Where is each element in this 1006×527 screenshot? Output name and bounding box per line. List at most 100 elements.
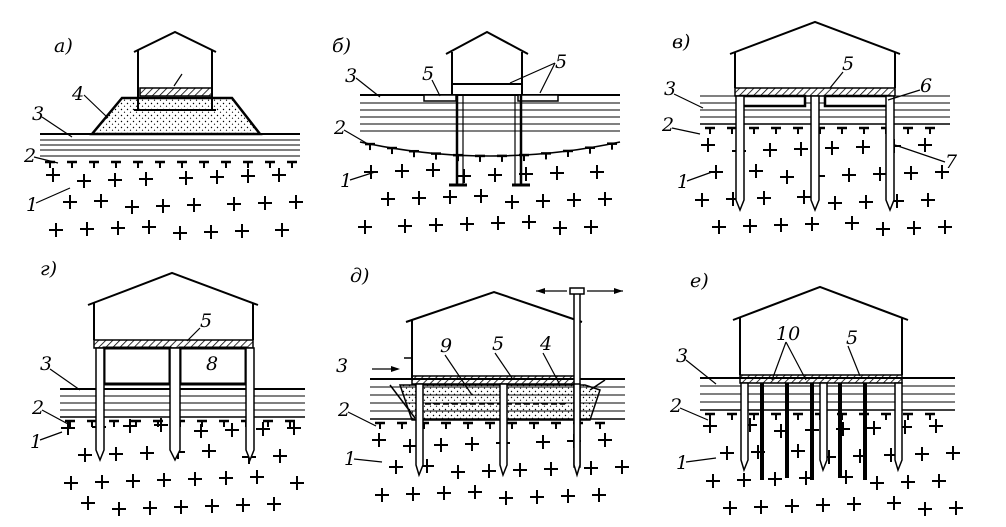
panel-v: в) 1 2 3 5 [661, 20, 958, 236]
sand-embankment [89, 96, 263, 136]
permafrost-cross [797, 190, 811, 204]
permafrost-cross [870, 476, 884, 490]
label-1: 1 [30, 431, 42, 453]
permafrost-cross [434, 438, 448, 452]
permafrost-cross [290, 476, 304, 490]
permafrost-cross [567, 193, 581, 207]
freezing-columns [760, 383, 867, 480]
panel-v-letter: в) [672, 31, 690, 53]
thaw-tick [153, 419, 163, 427]
callouts: 1 2 3 5 8 [30, 310, 218, 453]
thaw-tick [431, 152, 441, 160]
permafrost-cross [867, 421, 881, 435]
permafrost-cross [720, 446, 734, 460]
permafrost-cross [859, 195, 873, 209]
permafrost-cross [816, 498, 830, 512]
piles [740, 382, 903, 473]
permafrost-cross [780, 170, 794, 184]
vent-space-left [738, 94, 807, 108]
label-3: 3 [676, 345, 688, 367]
permafrost-cross [63, 195, 77, 209]
permafrost-cross [225, 423, 239, 437]
panel-e: е) 1 2 [669, 270, 963, 516]
permafrost-cross [81, 496, 95, 510]
permafrost-cross [754, 500, 768, 514]
thaw-tick [903, 126, 913, 134]
thaw-tick [793, 412, 803, 420]
floor-slab [411, 375, 578, 385]
callouts: 1 2 3 4 [23, 83, 109, 216]
permafrost-cross [932, 474, 946, 488]
label-2: 2 [337, 399, 350, 421]
permafrost-cross [126, 474, 140, 488]
vent-space-right [823, 94, 892, 108]
label-7: 7 [945, 151, 958, 173]
panel-g-letter: г) [40, 258, 57, 280]
slab-right [517, 94, 559, 102]
thaw-boundary [705, 126, 935, 134]
permafrost-cross [364, 165, 378, 179]
permafrost-crosses [46, 168, 303, 240]
permafrost-crosses [372, 433, 629, 505]
thaw-tick [109, 419, 119, 427]
permafrost-cross [918, 138, 932, 152]
label-5: 5 [422, 63, 434, 85]
permafrost-cross [598, 433, 612, 447]
thaw-tick [595, 421, 605, 429]
permafrost-cross [805, 217, 819, 231]
permafrost-cross [590, 165, 604, 179]
permafrost-cross [791, 444, 805, 458]
permafrost-cross [395, 164, 409, 178]
permafrost-cross [139, 172, 153, 186]
permafrost-cross [706, 474, 720, 488]
permafrost-cross [204, 225, 218, 239]
permafrost-cross [375, 488, 389, 502]
permafrost-cross [856, 140, 870, 154]
permafrost-cross [763, 143, 777, 157]
label-5: 5 [200, 310, 212, 332]
permafrost-cross [468, 485, 482, 499]
thaw-tick [925, 126, 935, 134]
permafrost-cross [156, 199, 170, 213]
permafrost-cross [703, 419, 717, 433]
permafrost-cross [219, 471, 233, 485]
permafrost-cross [210, 170, 224, 184]
permafrost-crosses [358, 163, 612, 235]
permafrost-cross [426, 163, 440, 177]
thaw-tick [133, 160, 143, 168]
thaw-tick [837, 126, 847, 134]
permafrost-cross [873, 167, 887, 181]
permafrost-cross [876, 222, 890, 236]
thaw-tick [771, 412, 781, 420]
house [732, 285, 909, 384]
thaw-tick [219, 419, 229, 427]
house [405, 287, 585, 468]
water-lines [40, 133, 300, 157]
permafrost-cross [227, 197, 241, 211]
thaw-tick [65, 419, 75, 427]
permafrost-cross [287, 421, 301, 435]
permafrost-cross [258, 196, 272, 210]
permafrost-cross [403, 439, 417, 453]
thaw-tick [563, 149, 573, 157]
permafrost-cross [49, 223, 63, 237]
label-6: 6 [920, 75, 932, 97]
label-3: 3 [345, 65, 357, 87]
permafrost-cross [712, 220, 726, 234]
callouts: 1 2 3 4 5 9 [336, 333, 561, 470]
label-1: 1 [677, 171, 689, 193]
permafrost-cross [123, 419, 137, 433]
permafrost-cross [768, 472, 782, 486]
thaw-tick [529, 421, 539, 429]
permafrost-cross [289, 195, 303, 209]
floor-slab [139, 87, 213, 97]
permafrost-cross [398, 219, 412, 233]
permafrost-cross [904, 166, 918, 180]
permafrost-cross [723, 501, 737, 515]
thaw-tick [111, 160, 121, 168]
permafrost-cross [935, 165, 949, 179]
thaw-boundary [65, 419, 295, 427]
callouts: 1 2 3 5 5 [333, 51, 567, 192]
panel-b: б) 1 2 [332, 30, 621, 235]
house [729, 20, 901, 108]
